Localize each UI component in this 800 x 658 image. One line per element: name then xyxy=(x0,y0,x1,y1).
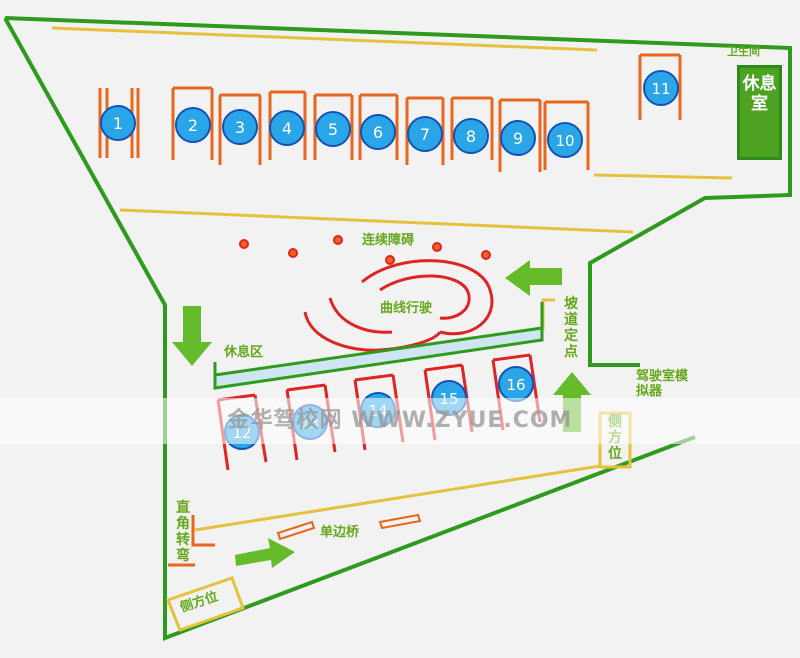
parking-number: 7 xyxy=(420,125,430,144)
site-boundary-top xyxy=(4,16,792,367)
rest-area-label: 休息区 xyxy=(224,345,264,360)
arrow-left-icon xyxy=(505,260,562,296)
parking-number: 3 xyxy=(235,118,245,137)
parking-marker-8: 8 xyxy=(453,118,489,154)
parking-number: 1 xyxy=(113,114,123,133)
lane-lines xyxy=(51,26,733,532)
parking-marker-2: 2 xyxy=(175,107,211,143)
parking-number: 16 xyxy=(506,376,525,394)
parking-marker-1: 1 xyxy=(100,105,136,141)
parking-number: 10 xyxy=(555,132,574,150)
parking-marker-10: 10 xyxy=(547,122,583,158)
continuous-obstacles-label: 连续障碍 xyxy=(362,233,415,248)
single-bridge-label: 单边桥 xyxy=(320,525,360,540)
restroom-label: 卫生间 xyxy=(727,45,760,58)
parking-number: 5 xyxy=(328,120,338,139)
parking-marker-7: 7 xyxy=(407,116,443,152)
single-bridge xyxy=(276,513,422,541)
parking-number: 11 xyxy=(651,80,670,98)
parking-marker-16: 16 xyxy=(498,366,534,402)
site-boundary xyxy=(3,17,696,641)
curve-driving-label: 曲线行驶 xyxy=(380,301,433,316)
watermark-text: 金华驾校网 WWW.ZYUE.COM xyxy=(0,398,800,444)
arrow-down-icon xyxy=(172,306,212,366)
obstacle-dots xyxy=(239,235,491,265)
parking-marker-11: 11 xyxy=(643,70,679,106)
right-angle-turn-lines xyxy=(168,515,215,567)
parking-marker-5: 5 xyxy=(315,111,351,147)
arrow-right-icon xyxy=(235,538,295,568)
slope-stop-label: 坡道定点 xyxy=(564,296,578,361)
parking-marker-3: 3 xyxy=(222,109,258,145)
parking-number: 2 xyxy=(188,116,198,135)
top-parking-stalls xyxy=(98,53,682,172)
parking-number: 4 xyxy=(282,119,292,138)
simulator-label: 驾驶室模拟器 xyxy=(636,369,689,399)
right-angle-turn-label: 直角转弯 xyxy=(176,500,190,565)
side-parking-box-left xyxy=(166,576,245,632)
parking-marker-6: 6 xyxy=(360,114,396,150)
parking-number: 6 xyxy=(373,123,383,142)
parking-number: 8 xyxy=(466,127,476,146)
rest-room-building: 休息室 xyxy=(737,65,782,160)
parking-marker-4: 4 xyxy=(269,110,305,146)
rest-area-bar xyxy=(213,302,544,390)
parking-marker-9: 9 xyxy=(500,120,536,156)
parking-number: 9 xyxy=(513,129,523,148)
